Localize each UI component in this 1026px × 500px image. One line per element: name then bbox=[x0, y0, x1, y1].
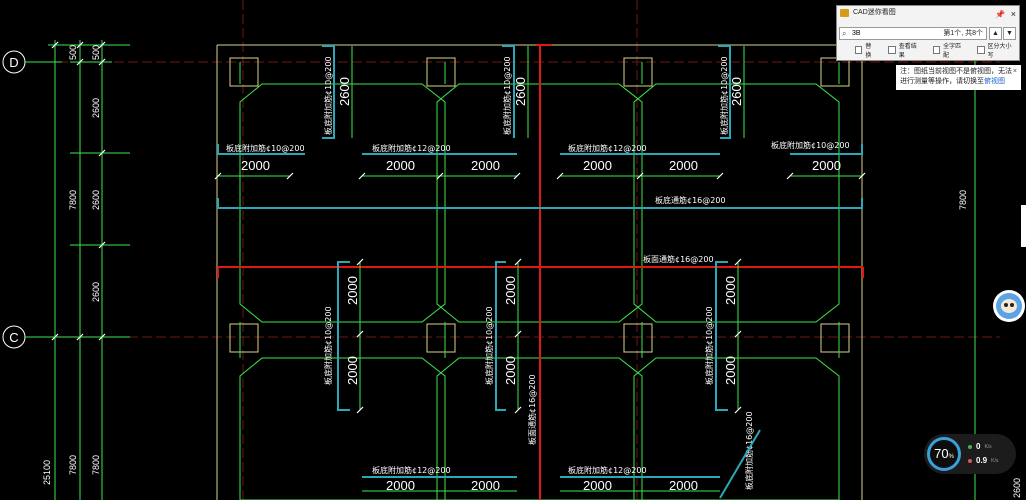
span-2000: 2000 bbox=[471, 478, 500, 493]
next-result-button[interactable]: ▼ bbox=[1003, 27, 1016, 40]
columns bbox=[229, 57, 850, 353]
prev-result-button[interactable]: ▲ bbox=[989, 27, 1002, 40]
assistant-mascot-icon[interactable] bbox=[993, 290, 1025, 322]
search-options: 替换 查看结果 全字匹配 区分大小写 bbox=[855, 44, 1015, 59]
span-2000: 2000 bbox=[723, 276, 738, 305]
rebar-label: 板底附加筋¢10@200 bbox=[704, 306, 714, 385]
notice-line1: 注：图纸当前视图不是俯视图，无法 bbox=[900, 68, 1012, 75]
span-2000: 2000 bbox=[503, 276, 518, 305]
rebar-label: 板底附加筋¢10@200 bbox=[502, 56, 512, 135]
span-2000: 2000 bbox=[503, 356, 518, 385]
dim-ticks-left bbox=[51, 41, 106, 341]
rebar-label: 板面通筋¢16@200 bbox=[527, 374, 537, 445]
span-2000: 2000 bbox=[241, 158, 270, 173]
span-2000: 2000 bbox=[669, 478, 698, 493]
dim-text-500-a: 500 bbox=[68, 45, 78, 60]
dim-text-right-2600: 2600 bbox=[1012, 478, 1022, 498]
side-panel-tab[interactable] bbox=[1021, 205, 1026, 247]
rebar-label: 板底通筋¢16@200 bbox=[655, 195, 726, 205]
panel-title: CAD迷你看图 bbox=[853, 9, 896, 16]
option-view-results[interactable]: 查看结果 bbox=[888, 44, 920, 59]
span-2000: 2000 bbox=[669, 158, 698, 173]
close-icon[interactable]: × bbox=[1010, 9, 1016, 19]
beam-outlines bbox=[239, 62, 840, 500]
panel-titlebar: CAD迷你看图 📌 × bbox=[837, 6, 1019, 20]
notice-close-icon[interactable]: × bbox=[1012, 68, 1017, 75]
span-2000: 2000 bbox=[583, 478, 612, 493]
rebar-label: 板底附加筋¢10@200 bbox=[323, 56, 333, 135]
dim-text-25100: 25100 bbox=[42, 460, 52, 485]
span-2600: 2600 bbox=[729, 77, 744, 106]
rebar-label: 板底附加筋¢16@200 bbox=[744, 411, 754, 490]
span-2000: 2000 bbox=[812, 158, 841, 173]
chevron-down-icon: ▼ bbox=[1006, 30, 1013, 37]
top-view-link[interactable]: 俯视图 bbox=[984, 78, 1005, 85]
rebar-label: 板面通筋¢16@200 bbox=[643, 254, 714, 264]
option-replace[interactable]: 替换 bbox=[855, 44, 876, 59]
option-whole-word[interactable]: 全字匹配 bbox=[932, 44, 965, 59]
rebar-label: 板底附加筋¢10@200 bbox=[484, 306, 494, 385]
rebar-label: 板底附加筋¢12@200 bbox=[568, 143, 647, 153]
span-2600: 2600 bbox=[513, 77, 528, 106]
dim-text-7800-c: 7800 bbox=[91, 455, 101, 475]
chevron-up-icon: ▲ bbox=[992, 30, 999, 37]
rebar-cyan[interactable] bbox=[217, 45, 863, 478]
search-result-count: 第1个, 共8个 bbox=[943, 30, 983, 37]
download-dot-icon bbox=[968, 458, 972, 463]
pin-icon[interactable]: 📌 bbox=[995, 10, 1005, 19]
span-2000: 2000 bbox=[345, 276, 360, 305]
checkbox-replace[interactable] bbox=[855, 46, 863, 54]
dim-text-7800-b: 7800 bbox=[68, 190, 78, 210]
span-2000: 2000 bbox=[386, 478, 415, 493]
dim-text-right-7800: 7800 bbox=[958, 190, 968, 210]
dim-text-2600-a: 2600 bbox=[91, 98, 101, 118]
axis-label-d: D bbox=[9, 55, 18, 70]
axis-label-c: C bbox=[9, 330, 18, 345]
span-2000: 2000 bbox=[386, 158, 415, 173]
search-icon: ⌕ bbox=[842, 29, 847, 38]
upload-dot-icon bbox=[968, 444, 972, 449]
dim-text-2600-c: 2600 bbox=[91, 282, 101, 302]
rebar-label: 板底附加筋¢12@200 bbox=[372, 465, 451, 475]
rebar-label: 板底附加筋¢10@200 bbox=[323, 306, 333, 385]
notice-line2: 进行测量等操作，请切换至 bbox=[900, 78, 984, 85]
dim-text-2600-b: 2600 bbox=[91, 190, 101, 210]
search-input[interactable] bbox=[852, 28, 912, 39]
span-2000: 2000 bbox=[345, 356, 360, 385]
app-logo-icon bbox=[840, 9, 849, 17]
rebar-annotations: 板底附加筋¢10@200 板底附加筋¢12@200 板底附加筋¢12@200 板… bbox=[226, 56, 850, 490]
span-2000: 2000 bbox=[583, 158, 612, 173]
search-box[interactable]: ⌕ 第1个, 共8个 bbox=[839, 27, 987, 40]
span-2000: 2000 bbox=[723, 356, 738, 385]
span-2600: 2600 bbox=[337, 77, 352, 106]
checkbox-whole-word[interactable] bbox=[932, 46, 941, 54]
rebar-label: 板底附加筋¢10@200 bbox=[719, 56, 729, 135]
span-2000: 2000 bbox=[471, 158, 500, 173]
view-notice: × 注：图纸当前视图不是俯视图，无法 进行测量等操作，请切换至俯视图 bbox=[896, 65, 1021, 90]
rebar-label: 板底附加筋¢10@200 bbox=[771, 140, 850, 150]
rebar-cyan-diag bbox=[719, 429, 761, 499]
dim-text-500-b: 500 bbox=[91, 45, 101, 60]
rebar-label: 板底附加筋¢10@200 bbox=[226, 143, 305, 153]
checkbox-match-case[interactable] bbox=[977, 46, 985, 54]
span-labels: 2000 2000 2000 2000 2000 2000 2000 2000 … bbox=[241, 77, 841, 493]
option-match-case[interactable]: 区分大小写 bbox=[977, 44, 1015, 59]
rebar-label: 板底附加筋¢12@200 bbox=[372, 143, 451, 153]
checkbox-view-results[interactable] bbox=[888, 46, 896, 54]
rebar-dim-ticks bbox=[214, 172, 866, 414]
rebar-label: 板底附加筋¢12@200 bbox=[568, 465, 647, 475]
search-panel: CAD迷你看图 📌 × ⌕ 第1个, 共8个 ▲ ▼ 替换 查看结果 全字匹配 … bbox=[836, 5, 1020, 61]
memory-usage-gauge: 70% bbox=[927, 437, 961, 471]
rebar-red[interactable] bbox=[217, 44, 864, 500]
dim-text-7800-a: 7800 bbox=[68, 455, 78, 475]
